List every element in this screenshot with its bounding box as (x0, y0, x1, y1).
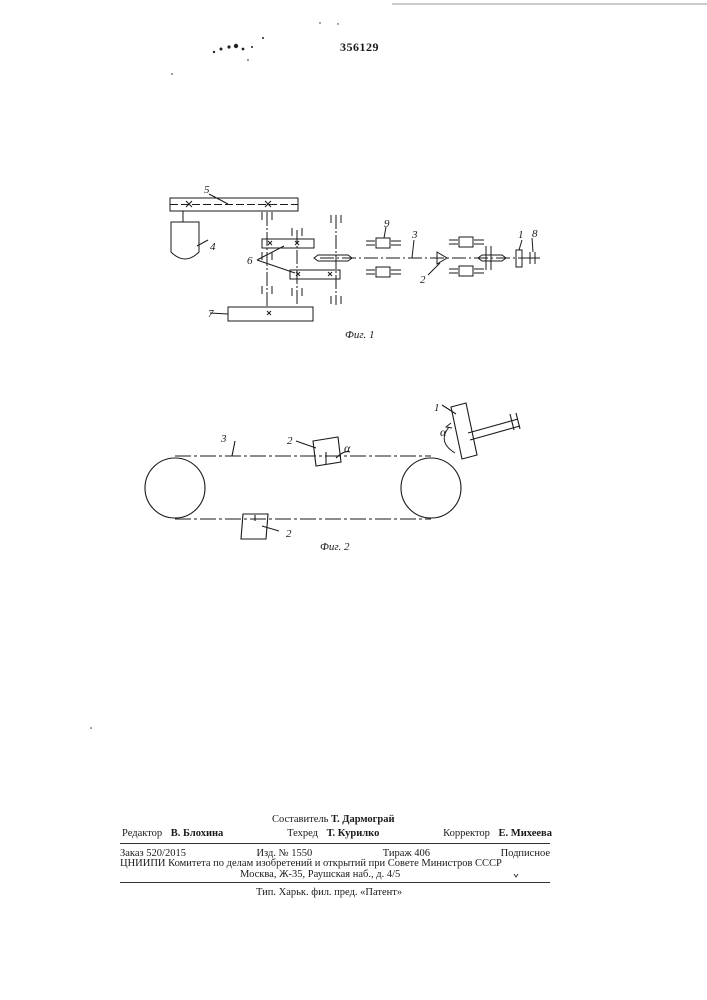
alpha-workpiece: α (344, 441, 351, 455)
rule-upper (120, 843, 550, 844)
label-2-lower: 2 (286, 528, 292, 540)
compiler-label: Составитель (272, 814, 328, 825)
label-1: 1 (518, 229, 524, 241)
tool-1-fig2 (451, 403, 477, 459)
rule-lower (120, 882, 550, 883)
holder-9-lower (376, 267, 390, 277)
figure-2: 3 2 α 2 1 α Фиг. 2 (130, 395, 550, 565)
figure-1-caption: Фиг. 1 (345, 329, 375, 341)
compiler-name: Т. Дармограй (331, 814, 395, 825)
label-2-upper: 2 (287, 435, 293, 447)
techred-name: Т. Курилко (327, 828, 380, 839)
workpiece-2-upper (313, 437, 341, 466)
label-2: 2 (420, 274, 426, 286)
techred-label: Техред (287, 828, 318, 839)
address: Москва, Ж-35, Раушская наб., д. 4/5 (240, 868, 400, 881)
sprocket-right (401, 458, 461, 518)
figure-1: 5 4 6 7 9 3 2 1 8 Фиг. 1 (150, 180, 550, 350)
label-3: 3 (411, 229, 418, 241)
alpha-tool: α (440, 425, 447, 439)
figure-2-caption: Фиг. 2 (320, 541, 350, 553)
label-8: 8 (532, 228, 538, 240)
label-4: 4 (210, 241, 216, 253)
corrector-name: Е. Михеева (499, 828, 552, 839)
editor-name: В. Блохина (171, 828, 224, 839)
label-3-fig2: 3 (220, 433, 227, 445)
editor: Редактор В. Блохина (122, 827, 223, 840)
editor-label: Редактор (122, 828, 162, 839)
scan-specks (0, 0, 707, 120)
motor-4 (171, 222, 199, 259)
printer: Тип. Харьк. фил. пред. «Патент» (256, 886, 402, 899)
corrector-label: Корректор (443, 828, 490, 839)
label-1-fig2: 1 (434, 402, 440, 414)
label-6: 6 (247, 255, 253, 267)
techred: Техред Т. Курилко (287, 827, 379, 840)
holder-9-upper (376, 238, 390, 248)
label-9: 9 (384, 218, 390, 230)
staff-line: Редактор В. Блохина Техред Т. Курилко Ко… (122, 827, 552, 840)
label-7: 7 (208, 308, 214, 320)
sprocket-left (145, 458, 205, 518)
label-5: 5 (204, 184, 210, 196)
compiler-line: Составитель Т. Дармограй (272, 813, 395, 826)
corrector: Корректор Е. Михеева (443, 827, 552, 840)
